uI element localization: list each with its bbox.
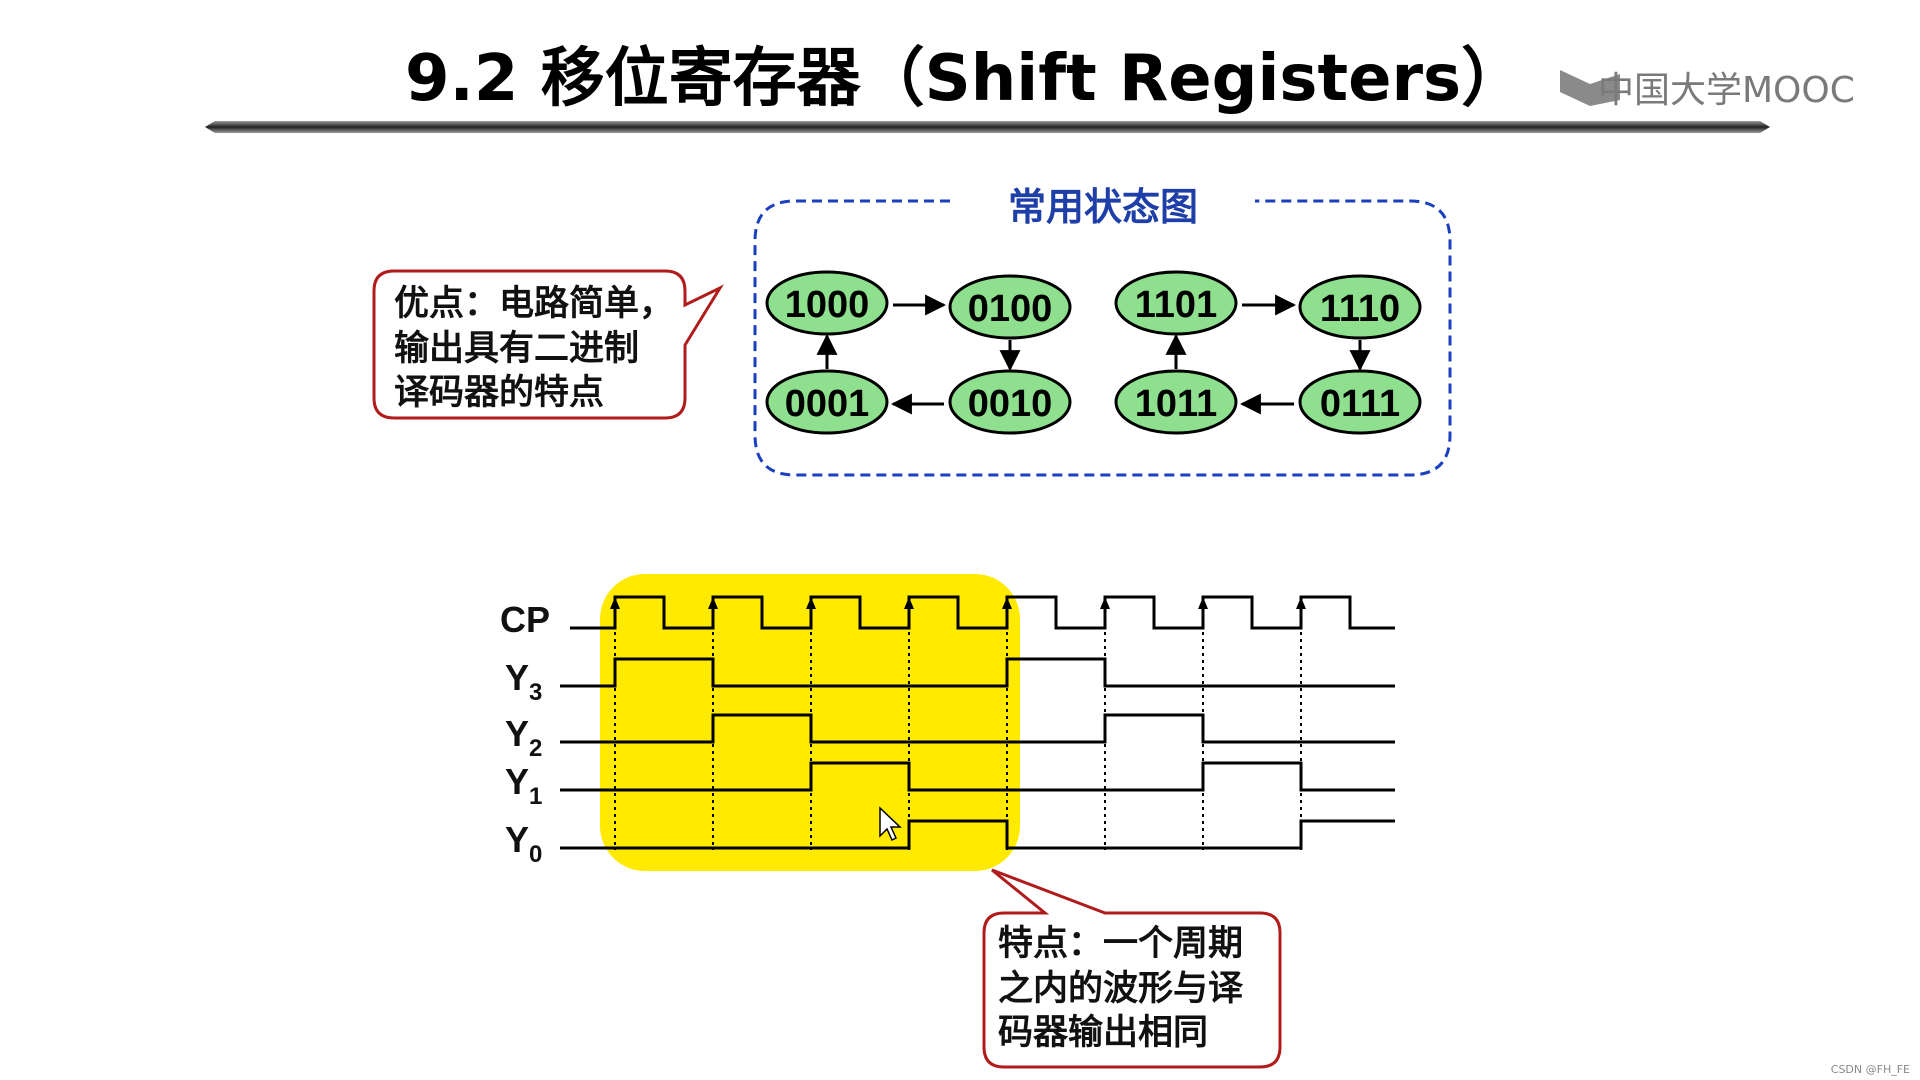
signal-label: Y1 bbox=[505, 761, 542, 810]
state-label: 0111 bbox=[1320, 383, 1400, 425]
state-label: 0001 bbox=[785, 383, 870, 425]
state-node: 1000 bbox=[765, 270, 889, 336]
clock-edge-arrow bbox=[1198, 597, 1208, 609]
state-label: 1011 bbox=[1135, 383, 1217, 425]
clock-label: CP bbox=[500, 599, 550, 640]
feature-line-1: 特点：一个周期 bbox=[998, 924, 1243, 964]
advantage-callout: 优点：电路简单， 输出具有二进制 译码器的特点 bbox=[372, 269, 724, 420]
clock-edge-arrows bbox=[610, 597, 1306, 609]
advantage-line-2: 输出具有二进制 bbox=[394, 329, 639, 369]
clock-edge-arrow bbox=[1296, 597, 1306, 609]
feature-line-3: 码器输出相同 bbox=[998, 1013, 1208, 1053]
state-label: 1110 bbox=[1320, 288, 1400, 330]
state-label: 0100 bbox=[968, 288, 1053, 330]
state-cycle-2: 1101 1110 0111 1011 bbox=[1114, 270, 1422, 435]
state-label: 0010 bbox=[968, 383, 1053, 425]
brand-logo: 中国大学MOOC bbox=[1560, 70, 1855, 111]
clock-edge-arrow bbox=[708, 597, 718, 609]
signal-label: Y2 bbox=[505, 713, 542, 762]
signal-waveforms bbox=[560, 657, 1395, 850]
clock-waveform bbox=[570, 595, 1395, 630]
watermark: CSDN @FH_FE bbox=[1831, 1063, 1910, 1076]
clock-edge-arrow bbox=[806, 597, 816, 609]
advantage-line-3: 译码器的特点 bbox=[394, 373, 604, 413]
state-node: 0111 bbox=[1298, 369, 1422, 435]
signal-waveform bbox=[560, 713, 1395, 744]
state-label: 1000 bbox=[785, 284, 870, 326]
brand-name: 中国大学MOOC bbox=[1598, 70, 1855, 111]
page-title: 9.2 移位寄存器（Shift Registers） bbox=[405, 42, 1525, 116]
mouse-cursor-icon bbox=[879, 806, 902, 842]
advantage-callout-bubble bbox=[372, 269, 724, 420]
clock-edge-arrow bbox=[1100, 597, 1110, 609]
state-label: 1101 bbox=[1135, 284, 1217, 326]
state-diagram-border bbox=[753, 199, 1452, 477]
mooc-logo-icon bbox=[1560, 70, 1620, 106]
clock-edge-arrow bbox=[904, 597, 914, 609]
clock-edge-arrow bbox=[1002, 597, 1012, 609]
state-node: 1110 bbox=[1298, 274, 1422, 340]
signal-waveform bbox=[560, 657, 1395, 688]
state-node: 1011 bbox=[1114, 369, 1238, 435]
feature-line-2: 之内的波形与译 bbox=[998, 969, 1244, 1009]
state-node: 0010 bbox=[948, 369, 1072, 435]
feature-callout: 特点：一个周期 之内的波形与译 码器输出相同 bbox=[982, 868, 1282, 1069]
state-cycle-1: 1000 0100 0010 0001 bbox=[765, 270, 1072, 435]
signal-label: Y0 bbox=[505, 819, 542, 868]
signal-label: Y3 bbox=[505, 657, 542, 706]
title-rule bbox=[205, 121, 1770, 133]
clock-edge-arrow bbox=[610, 597, 620, 609]
state-node: 0100 bbox=[948, 274, 1072, 340]
state-diagram-title: 常用状态图 bbox=[1008, 185, 1198, 229]
state-node: 1101 bbox=[1114, 270, 1238, 336]
state-node: 0001 bbox=[765, 369, 889, 435]
advantage-line-1: 优点：电路简单， bbox=[394, 284, 674, 324]
signal-waveform bbox=[560, 761, 1395, 792]
state-diagram: 常用状态图 1000 0100 0010 0001 bbox=[753, 185, 1452, 477]
signal-waveform bbox=[560, 819, 1395, 850]
feature-callout-bubble bbox=[982, 868, 1282, 1069]
